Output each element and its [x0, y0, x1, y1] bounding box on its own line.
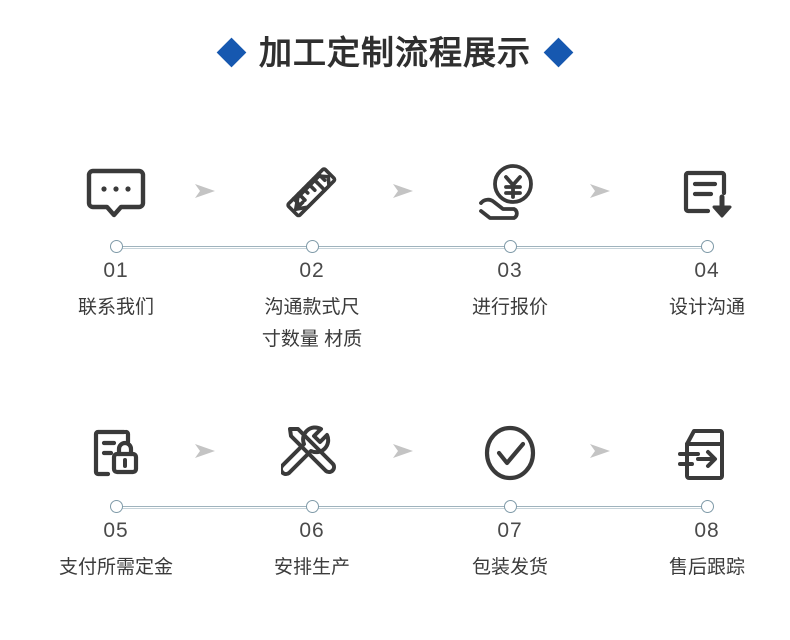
play-triangle-icon [193, 181, 217, 201]
step-icon-07 [467, 410, 553, 496]
document-download-icon [677, 163, 737, 223]
step-icon-04 [664, 150, 750, 236]
timeline-track-1 [109, 240, 714, 253]
timeline-node-03[interactable] [503, 240, 517, 253]
timeline-node-01[interactable] [109, 240, 123, 253]
step-number: 04 [694, 259, 720, 282]
timeline-node-04[interactable] [700, 240, 714, 253]
chat-bubble-dots-icon [85, 163, 147, 223]
row-1-icons [0, 150, 790, 236]
step-arrow-3 [587, 178, 613, 204]
step-text: 联系我们 [77, 297, 154, 318]
timeline-node-02[interactable] [305, 240, 319, 253]
step-icon-08 [664, 410, 750, 496]
process-row-1: 01 联系我们 02 沟通款式尺 寸数量 材质 03 进行报价 04 设计沟通 [0, 150, 790, 380]
row-1-labels: 01 联系我们 02 沟通款式尺 寸数量 材质 03 进行报价 04 设计沟通 [0, 258, 790, 378]
step-number: 06 [299, 519, 325, 542]
step-icon-03 [467, 150, 553, 236]
ruler-pencil-icon [280, 162, 344, 224]
process-row-2: 05 支付所需定金 06 安排生产 07 包装发货 08 售后跟踪 [0, 410, 790, 640]
step-label-08: 08 售后跟踪 [617, 518, 790, 584]
play-triangle-icon [588, 181, 612, 201]
step-text: 售后跟踪 [668, 557, 745, 578]
step-text: 沟通款式尺 寸数量 材质 [261, 297, 363, 350]
timeline-node-06[interactable] [305, 500, 319, 513]
step-icon-06 [269, 410, 355, 496]
timeline-line-shadow [116, 248, 707, 249]
step-arrow-6 [390, 438, 416, 464]
play-triangle-icon [391, 181, 415, 201]
step-label-04: 04 设计沟通 [617, 258, 790, 324]
timeline-line-shadow [116, 508, 707, 509]
hand-yuan-coin-icon [477, 163, 543, 223]
step-icon-05 [73, 410, 159, 496]
diamond-icon-right [543, 37, 574, 68]
step-number: 08 [694, 519, 720, 542]
step-label-03: 03 进行报价 [420, 258, 600, 324]
wrench-screwdriver-icon [281, 423, 343, 483]
step-label-01: 01 联系我们 [26, 258, 206, 324]
step-text: 安排生产 [273, 557, 350, 578]
step-number: 07 [497, 519, 523, 542]
step-number: 02 [299, 259, 325, 282]
step-text: 包装发货 [471, 557, 548, 578]
row-2-icons [0, 410, 790, 496]
step-number: 03 [497, 259, 523, 282]
step-label-05: 05 支付所需定金 [26, 518, 206, 584]
step-text: 进行报价 [471, 297, 548, 318]
step-arrow-7 [587, 438, 613, 464]
play-triangle-icon [193, 441, 217, 461]
step-icon-02 [269, 150, 355, 236]
shipping-box-arrow-icon [676, 425, 738, 481]
timeline-track-2 [109, 500, 714, 513]
step-arrow-1 [192, 178, 218, 204]
timeline-node-05[interactable] [109, 500, 123, 513]
timeline-line [116, 506, 707, 507]
page-title: 加工定制流程展示 [259, 34, 531, 71]
step-number: 05 [103, 519, 129, 542]
step-arrow-2 [390, 178, 416, 204]
page-title-bar: 加工定制流程展示 [0, 36, 790, 69]
document-lock-icon [86, 423, 146, 483]
timeline-node-08[interactable] [700, 500, 714, 513]
step-icon-01 [73, 150, 159, 236]
step-label-02: 02 沟通款式尺 寸数量 材质 [222, 258, 402, 356]
timeline-node-07[interactable] [503, 500, 517, 513]
step-text: 设计沟通 [668, 297, 745, 318]
play-triangle-icon [588, 441, 612, 461]
row-2-labels: 05 支付所需定金 06 安排生产 07 包装发货 08 售后跟踪 [0, 518, 790, 638]
play-triangle-icon [391, 441, 415, 461]
step-label-06: 06 安排生产 [222, 518, 402, 584]
step-number: 01 [103, 259, 129, 282]
diamond-icon-left [216, 37, 247, 68]
step-text: 支付所需定金 [58, 557, 173, 578]
step-arrow-5 [192, 438, 218, 464]
step-label-07: 07 包装发货 [420, 518, 600, 584]
check-circle-icon [480, 423, 540, 483]
timeline-line [116, 246, 707, 247]
